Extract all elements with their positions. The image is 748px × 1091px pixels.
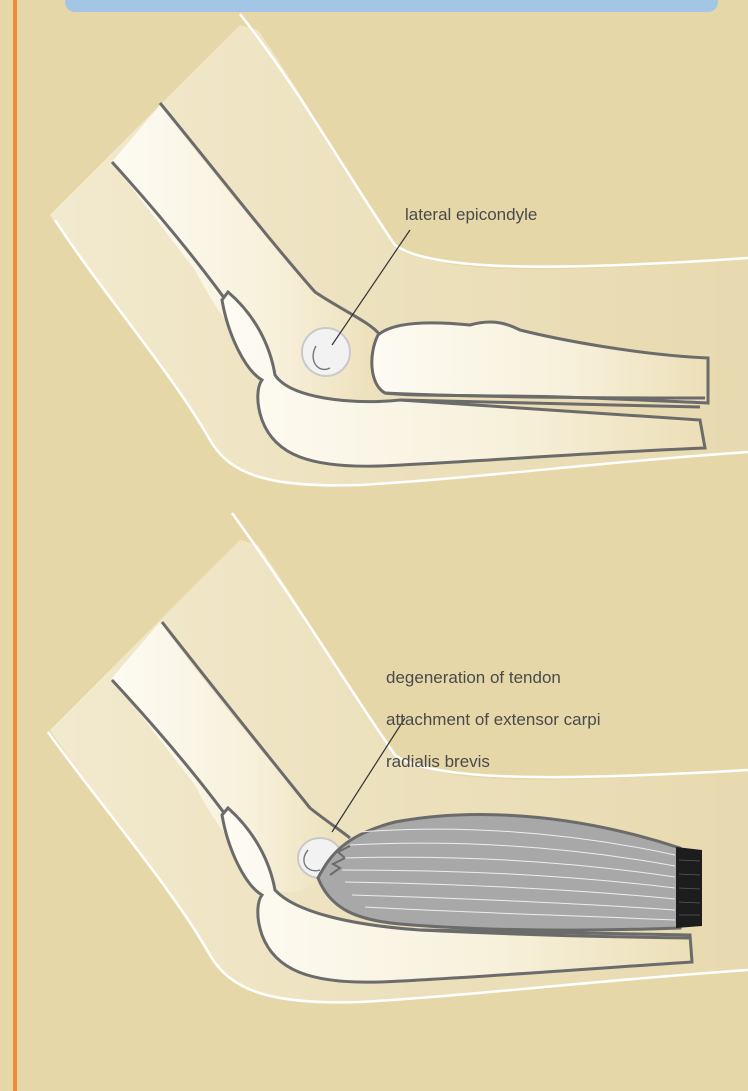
label-line-1: degeneration of tendon [386,667,601,688]
label-line-3: radialis brevis [386,751,601,772]
label-tendon-degeneration: degeneration of tendon attachment of ext… [386,646,601,793]
label-lateral-epicondyle: lateral epicondyle [405,204,537,225]
label-line-2: attachment of extensor carpi [386,709,601,730]
tendon-end [676,847,702,928]
elbow-diagram-top [50,14,748,485]
